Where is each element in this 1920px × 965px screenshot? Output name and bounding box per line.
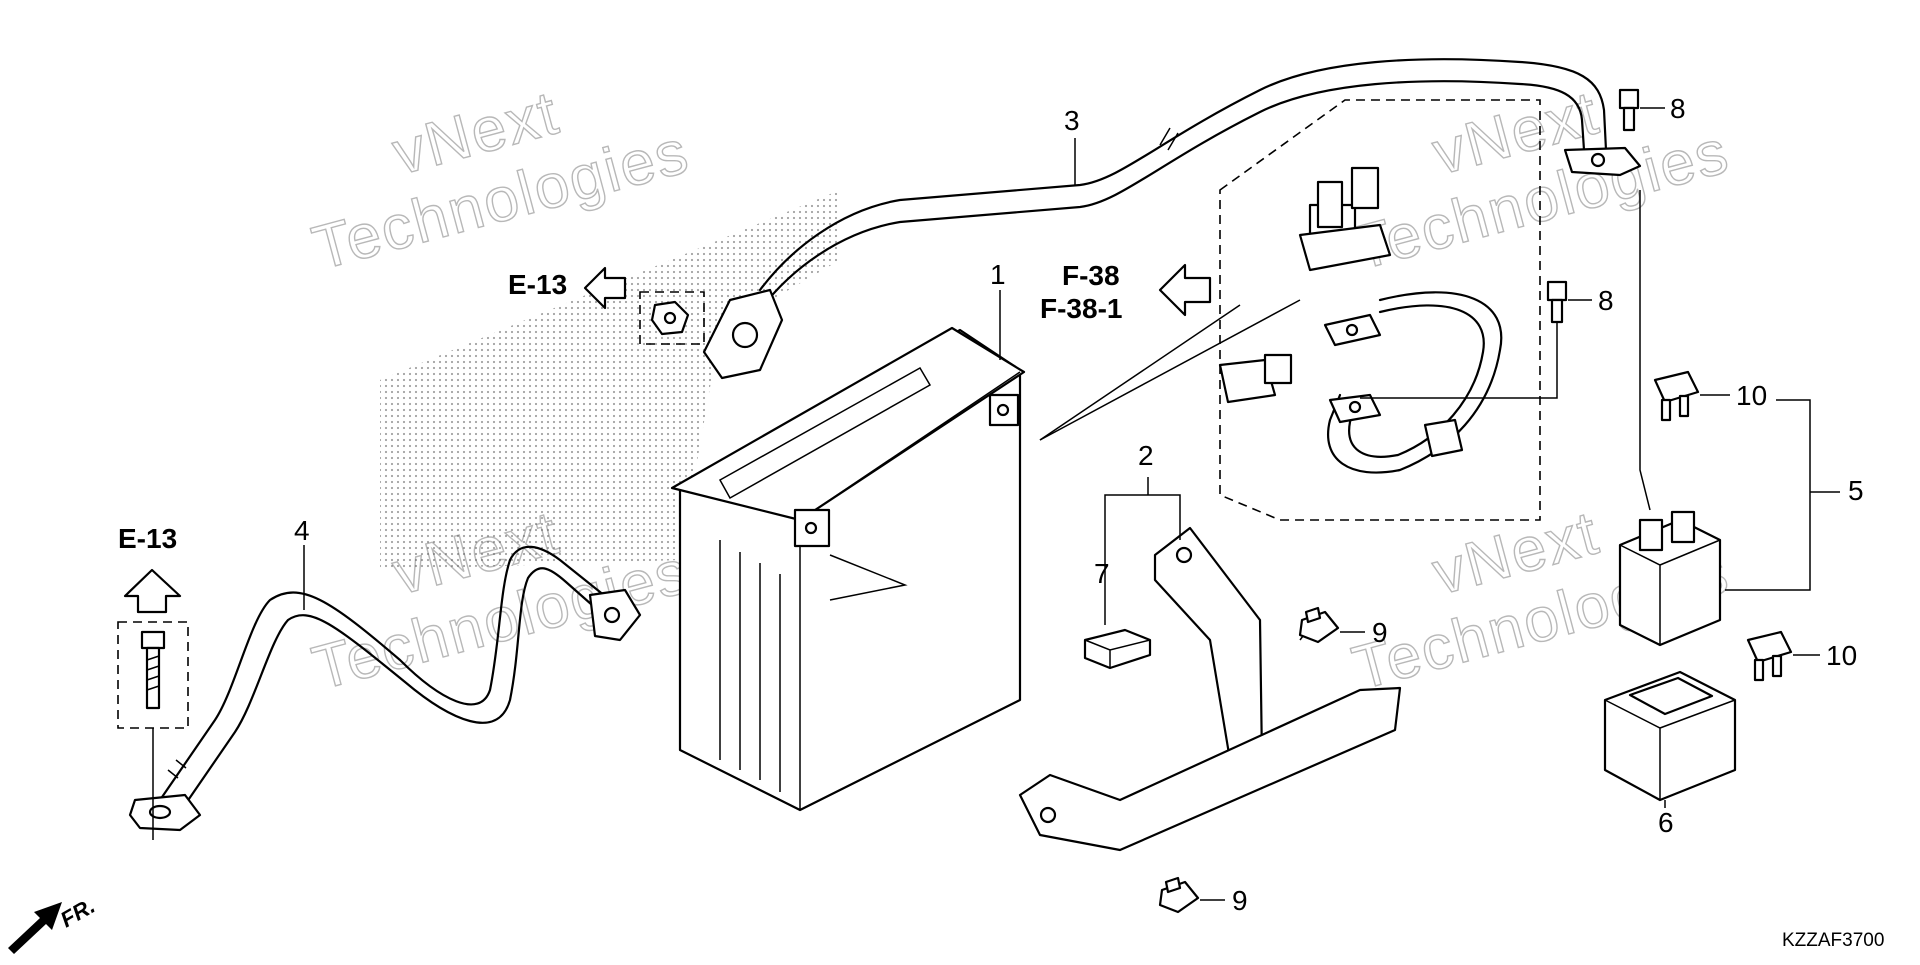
- svg-text:E-13: E-13: [118, 523, 177, 554]
- svg-text:F-38-1: F-38-1: [1040, 293, 1122, 324]
- svg-text:4: 4: [294, 515, 310, 546]
- svg-text:10: 10: [1736, 380, 1767, 411]
- bolt-8-upper: [1618, 88, 1665, 132]
- callout-9-lower: 9: [1232, 885, 1248, 916]
- svg-text:FR.: FR.: [56, 893, 99, 932]
- svg-text:8: 8: [1670, 93, 1686, 124]
- callout-8-upper: 8: [1670, 93, 1686, 124]
- svg-text:2: 2: [1138, 440, 1154, 471]
- diagram-code: KZZAF3700: [1782, 930, 1884, 951]
- screw-9-upper: [1298, 606, 1365, 644]
- svg-text:6: 6: [1658, 807, 1674, 838]
- battery-pad-7: [1083, 628, 1152, 670]
- svg-text:9: 9: [1232, 885, 1248, 916]
- callout-9-upper: 9: [1372, 617, 1388, 648]
- reference-e13-left: E-13: [508, 266, 705, 345]
- svg-text:3: 3: [1064, 105, 1080, 136]
- callout-6: 6: [1658, 807, 1674, 838]
- svg-text:9: 9: [1372, 617, 1388, 648]
- reference-f38: F-38 F-38-1: [1040, 260, 1212, 324]
- callout-5: 5: [1725, 399, 1864, 591]
- callout-3: 3: [1064, 105, 1080, 185]
- svg-text:E-13: E-13: [508, 269, 567, 300]
- svg-text:7: 7: [1094, 558, 1110, 589]
- bolt-8-middle: [1360, 280, 1592, 399]
- callout-4: 4: [294, 515, 310, 610]
- reference-e13-top: E-13: [117, 523, 189, 840]
- battery-cable-positive: [702, 58, 1642, 380]
- callout-10-lower: 10: [1826, 640, 1857, 671]
- starter-relay-cable-detail: [1039, 99, 1541, 521]
- watermark-top-left: vNext Technologies: [305, 78, 697, 285]
- fuse-10-lower: [1746, 630, 1820, 682]
- relay-cover-6: [1603, 670, 1737, 808]
- callout-8-middle: 8: [1598, 285, 1614, 316]
- battery: [670, 304, 1241, 812]
- callout-2: 2: [1104, 440, 1181, 585]
- callout-1: 1: [990, 259, 1006, 360]
- front-direction-marker: FR.: [8, 893, 99, 954]
- battery-holder-bracket: [1018, 526, 1402, 852]
- svg-text:10: 10: [1826, 640, 1857, 671]
- svg-text:F-38: F-38: [1062, 260, 1120, 291]
- callout-7: 7: [1094, 558, 1110, 625]
- svg-text:5: 5: [1848, 475, 1864, 506]
- screw-9-lower: [1158, 876, 1225, 914]
- svg-text:8: 8: [1598, 285, 1614, 316]
- battery-cable-negative: [128, 545, 642, 832]
- fuse-10-upper: [1653, 370, 1730, 422]
- callout-10-upper: 10: [1736, 380, 1767, 411]
- starter-relay-5: [1618, 190, 1722, 647]
- battery-shadow-shading: [380, 190, 840, 570]
- svg-text:1: 1: [990, 259, 1006, 290]
